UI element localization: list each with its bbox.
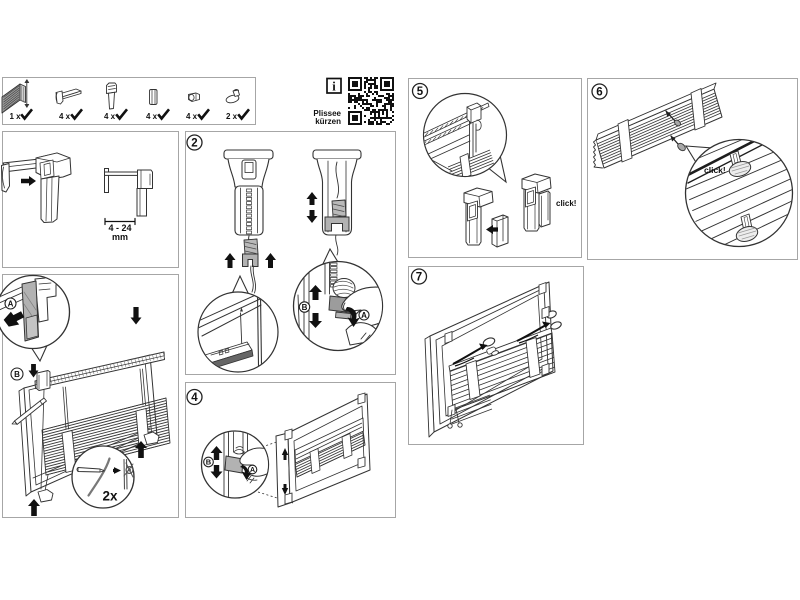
- svg-text:2: 2: [191, 138, 197, 150]
- svg-text:4 x: 4 x: [186, 112, 198, 121]
- svg-text:6: 6: [596, 87, 602, 99]
- svg-text:kürzen: kürzen: [315, 117, 341, 126]
- svg-text:7: 7: [416, 272, 422, 284]
- svg-text:A: A: [8, 299, 14, 308]
- svg-text:4 - 24: 4 - 24: [108, 223, 131, 233]
- svg-text:B: B: [14, 370, 20, 379]
- svg-text:A: A: [361, 311, 367, 320]
- svg-text:4 x: 4 x: [146, 112, 158, 121]
- svg-text:Plissee: Plissee: [313, 109, 341, 118]
- svg-text:B: B: [206, 458, 212, 467]
- svg-text:A: A: [250, 467, 255, 474]
- svg-text:4: 4: [191, 392, 198, 404]
- svg-text:i: i: [332, 80, 336, 94]
- svg-text:2x: 2x: [102, 489, 118, 504]
- svg-text:click!: click!: [704, 165, 726, 175]
- svg-text:B: B: [302, 303, 308, 312]
- svg-text:4 x: 4 x: [59, 112, 71, 121]
- svg-text:click!: click!: [556, 199, 576, 208]
- svg-text:mm: mm: [112, 232, 128, 242]
- svg-text:1 x: 1 x: [10, 112, 22, 121]
- svg-text:2 x: 2 x: [226, 112, 238, 121]
- svg-text:4 x: 4 x: [104, 112, 116, 121]
- svg-text:5: 5: [417, 86, 424, 98]
